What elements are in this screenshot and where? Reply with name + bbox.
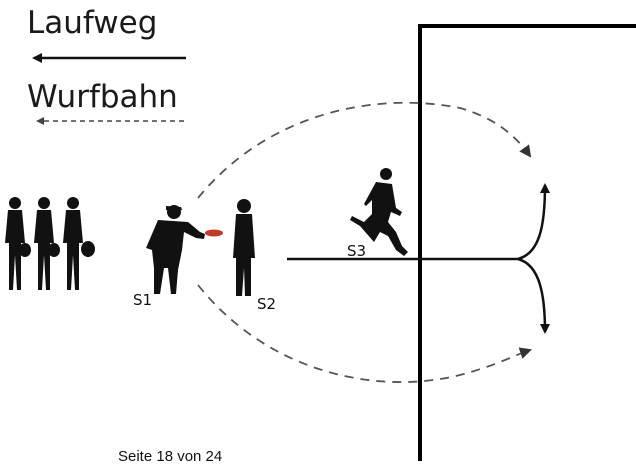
player-label-s2: S2 [257,295,276,313]
legend-run-label: Laufweg [27,5,158,41]
throw-path-lower [197,284,532,383]
player-label-s1: S1 [133,291,152,309]
page-footer: Seite 18 von 24 [118,448,223,465]
run-path [287,183,550,334]
legend-throw-label: Wurfbahn [27,79,178,115]
end-zone-box [418,24,636,461]
frisbee-icon [205,229,223,237]
queue-player-3-icon [63,197,95,290]
runner-icon [350,168,408,256]
queue-player-2-icon [34,197,60,290]
player-label-s3: S3 [347,242,366,260]
queue-player-1-icon [5,197,31,290]
thrower-icon [146,205,205,294]
throw-path-upper [197,101,532,199]
marker-player-icon [233,199,255,296]
